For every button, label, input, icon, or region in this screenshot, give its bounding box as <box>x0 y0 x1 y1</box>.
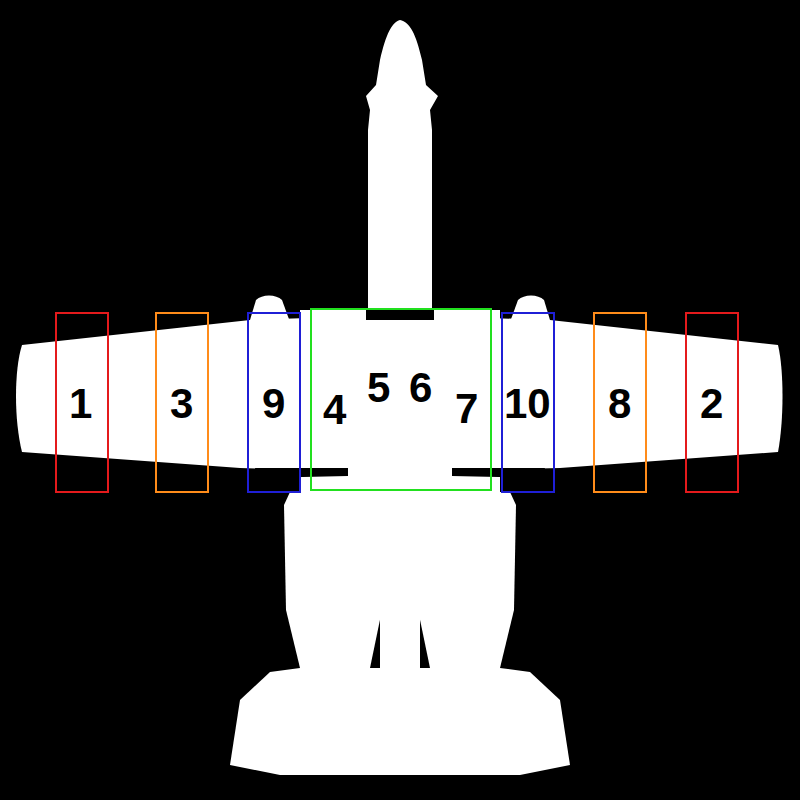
station-number: 2 <box>700 383 723 425</box>
station-box: 10 <box>501 312 555 493</box>
station-number: 9 <box>262 383 285 425</box>
station-box: 8 <box>593 312 647 493</box>
station-number: 1 <box>69 383 92 425</box>
station-number: 7 <box>455 388 478 430</box>
station-box: 9 <box>247 312 301 493</box>
station-number: 8 <box>608 383 631 425</box>
station-box: 3 <box>155 312 209 493</box>
station-number: 3 <box>170 383 193 425</box>
station-box: 4567 <box>310 308 492 491</box>
station-number: 10 <box>504 383 551 425</box>
station-number: 4 <box>323 389 346 431</box>
station-number: 5 <box>367 367 390 409</box>
station-box: 2 <box>685 312 739 493</box>
station-number: 6 <box>409 367 432 409</box>
station-box: 1 <box>55 312 109 493</box>
